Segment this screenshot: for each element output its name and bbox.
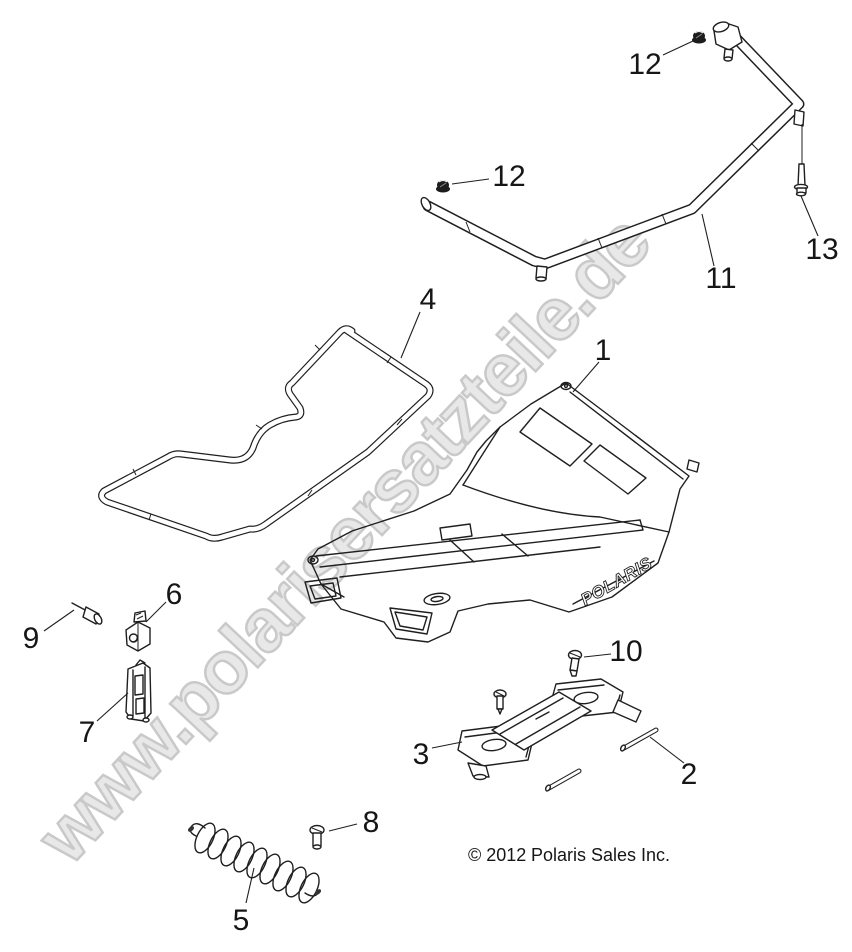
callout-label-2: 2: [681, 758, 698, 791]
callout-label-12-left: 12: [492, 160, 525, 193]
callout-label-4: 4: [420, 283, 437, 316]
copyright-notice: © 2012 Polaris Sales Inc.: [468, 845, 670, 865]
callout-label-13: 13: [805, 233, 838, 266]
callout-label-6: 6: [166, 578, 183, 611]
leader-7: [96, 692, 129, 722]
part-hood: POLARIS: [304, 381, 700, 643]
callout-label-8: 8: [363, 806, 380, 839]
part-screw-13: [793, 124, 809, 197]
copyright-year: © 2012: [468, 845, 526, 865]
callout-label-7: 7: [79, 716, 96, 749]
leader-2: [649, 736, 685, 764]
part-flange-nut-left: [436, 180, 450, 193]
callout-label-9: 9: [23, 622, 40, 655]
polaris-logo: POLARIS: [578, 553, 656, 609]
callout-label-5: 5: [233, 904, 250, 937]
leader-5: [245, 867, 255, 904]
part-hood-seal-frame: [98, 325, 434, 542]
callout-leader-lines: [43, 40, 819, 904]
part-mount-bracket: [457, 678, 642, 781]
part-hinge-pin: [544, 727, 659, 792]
leader-1: [572, 361, 600, 393]
part-screw-8: [309, 824, 325, 850]
part-latch-clip: [125, 610, 151, 652]
leader-3: [431, 741, 463, 749]
callout-labels: 1 2 3 4 5 6 7 8 9 10 11 12 12 13: [23, 48, 839, 937]
part-spring: [187, 822, 322, 904]
callout-label-1: 1: [595, 334, 612, 367]
callout-label-12-top: 12: [628, 48, 661, 81]
leader-4: [400, 311, 421, 359]
leader-8: [328, 823, 358, 832]
copyright-company: Polaris Sales Inc.: [531, 845, 670, 865]
hood-outline: [309, 382, 690, 643]
leader-10: [583, 653, 612, 658]
part-flange-nut-top: [692, 31, 706, 44]
part-pin-rivet: [71, 602, 103, 625]
leader-11: [701, 213, 715, 267]
leader-12-top: [662, 40, 694, 56]
leader-6: [145, 601, 167, 623]
callout-label-11: 11: [705, 262, 736, 295]
leader-12-left: [451, 178, 490, 185]
callout-label-3: 3: [413, 738, 430, 771]
part-latch-bracket: [125, 659, 152, 723]
callout-label-10: 10: [609, 635, 642, 668]
leader-9: [43, 609, 75, 632]
leader-13: [800, 195, 819, 237]
part-screw-10: [567, 649, 583, 677]
part-bumper-tube: [420, 21, 805, 282]
